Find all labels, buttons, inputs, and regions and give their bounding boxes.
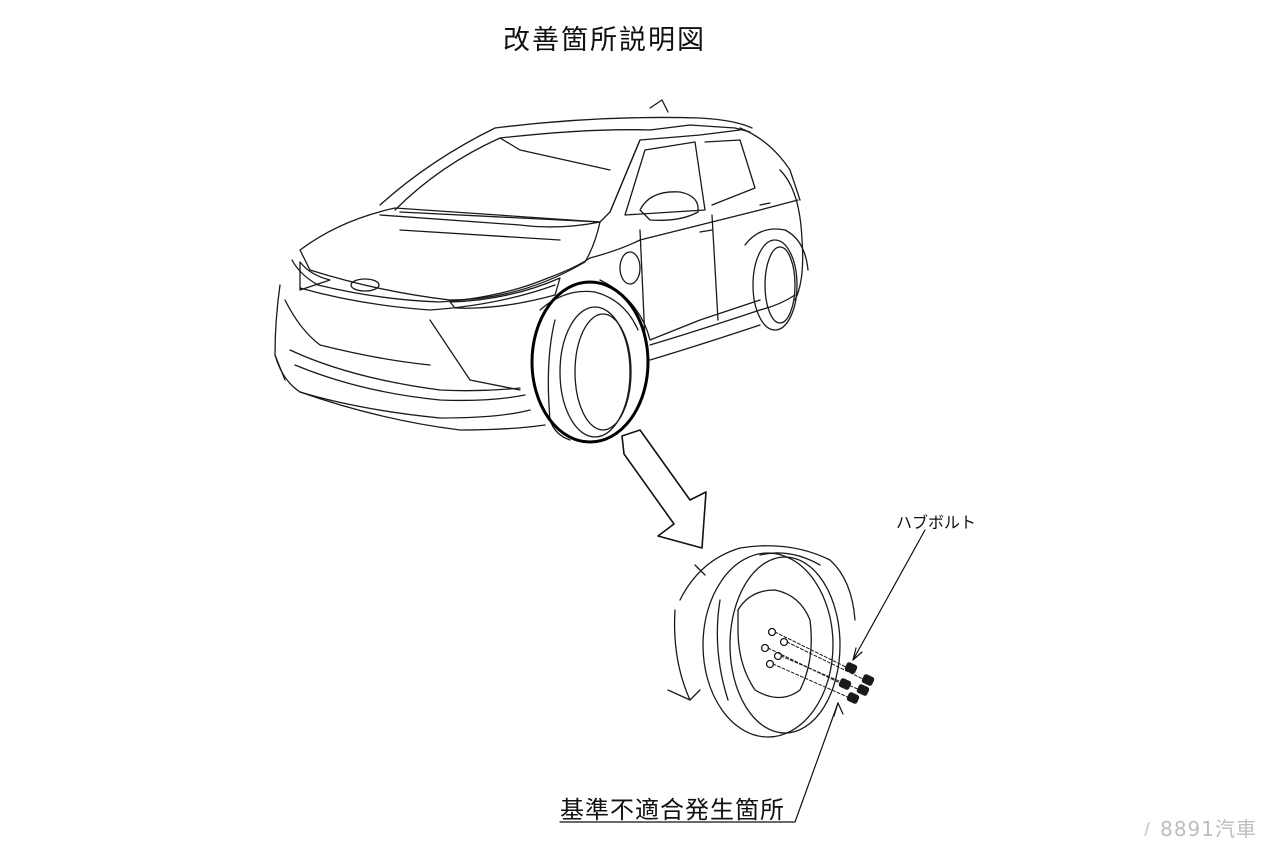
watermark-text: 8891汽車 bbox=[1160, 817, 1257, 841]
hub-bolt-label: ハブボルト bbox=[896, 513, 977, 532]
car-body bbox=[274, 99, 809, 431]
leader-lines bbox=[559, 529, 926, 823]
diagram-title: 改善箇所説明図 bbox=[503, 25, 706, 56]
wheel-detail bbox=[667, 545, 856, 738]
hub-bolts bbox=[838, 662, 875, 704]
front-wheel bbox=[539, 290, 639, 441]
watermark: 8891汽車 bbox=[1144, 813, 1257, 842]
highlight-circle bbox=[530, 280, 650, 444]
watermark-logo-icon bbox=[1144, 822, 1158, 836]
nonconformity-site-label: 基準不適合発生箇所 bbox=[560, 796, 785, 824]
callout-arrow bbox=[621, 429, 707, 549]
